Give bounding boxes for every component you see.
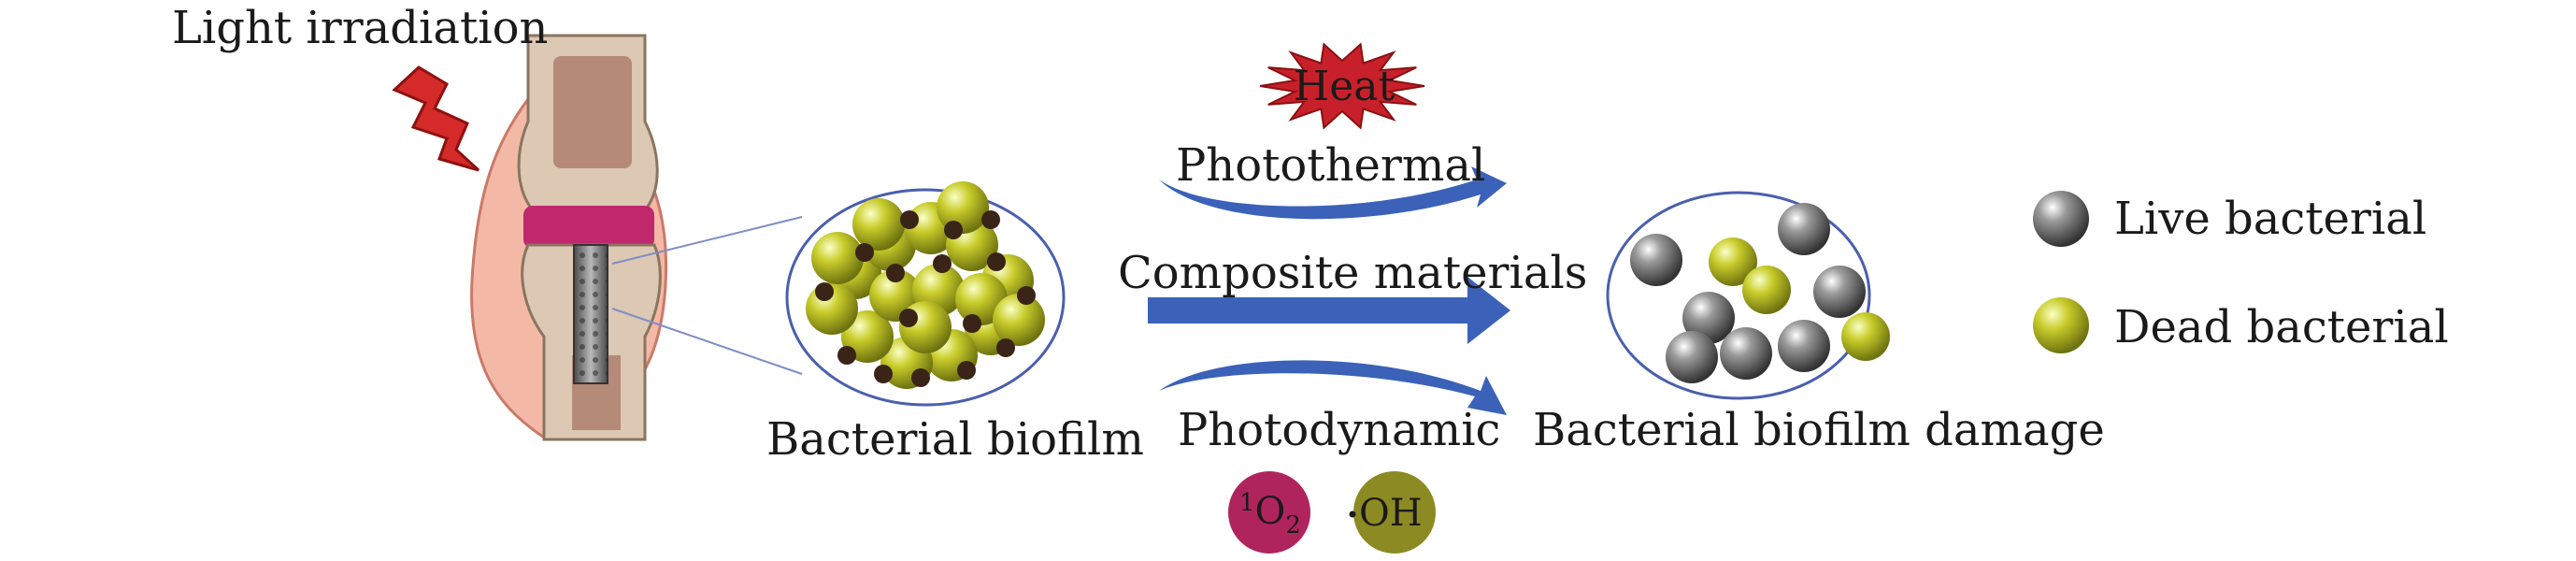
biofilm-particle: [815, 282, 834, 301]
biofilm-particle: [987, 252, 1006, 271]
lightning-icon: [392, 65, 480, 172]
live-bacteria: [1813, 266, 1866, 318]
live-bacteria: [1630, 234, 1682, 286]
biofilm-particle: [933, 254, 952, 273]
singlet-oxygen-subscript: 2: [1285, 511, 1301, 539]
damaged-biofilm-cluster: [1630, 203, 1890, 383]
live-bacteria: [1682, 292, 1735, 344]
dead-bacteria: [937, 181, 989, 234]
biofilm-particle: [900, 210, 919, 229]
legend-live-bacteria-icon: [2033, 191, 2089, 247]
implant-pores: [574, 245, 608, 383]
singlet-oxygen-circle: [1228, 471, 1310, 554]
composite-materials-label: Composite materials: [1118, 247, 1587, 299]
dead-bacteria: [811, 232, 864, 284]
biofilm-particle: [886, 264, 905, 282]
joint-cartilage: [523, 206, 654, 249]
singlet-oxygen-label: 1O2: [1239, 489, 1301, 539]
heat-burst-icon: [1259, 42, 1425, 130]
biofilm-cluster: [806, 181, 1045, 389]
biofilm-particle: [963, 314, 981, 333]
live-bacteria: [1778, 320, 1830, 372]
biofilm-damage-label: Bacterial biofilm damage: [1533, 404, 2105, 456]
biofilm-particle: [1017, 286, 1036, 305]
photodynamic-label: Photodynamic: [1178, 404, 1500, 456]
hydroxyl-radical-circle: [1353, 471, 1436, 554]
light-irradiation-label: Light irradiation: [172, 2, 548, 54]
composite-arrow: [1148, 277, 1510, 344]
biofilm-particle: [996, 338, 1015, 357]
biofilm-particle: [944, 221, 963, 239]
radical-dot: [1349, 511, 1356, 518]
photothermal-arrow: [1159, 166, 1507, 220]
singlet-oxygen-superscript: 1: [1239, 489, 1255, 517]
biofilm-particle: [911, 368, 930, 387]
dead-bacteria: [1742, 266, 1791, 314]
heat-label: Heat: [1294, 63, 1395, 110]
live-bacteria: [1778, 203, 1830, 255]
legend-dead-label: Dead bacterial: [2114, 301, 2449, 353]
photodynamic-arrow: [1159, 360, 1507, 415]
dead-bacteria: [993, 294, 1045, 346]
biofilm-particle: [837, 346, 856, 365]
zoom-line-top: [611, 216, 803, 265]
hydroxyl-radical-label: OH: [1359, 492, 1423, 535]
dead-bacteria: [852, 198, 905, 251]
biofilm-particle: [899, 309, 918, 327]
live-bacteria: [1720, 327, 1772, 380]
biofilm-particle: [855, 243, 874, 262]
knee-joint-illustration: [392, 34, 668, 441]
dead-bacteria: [1709, 237, 1757, 286]
live-bacteria: [1666, 331, 1718, 383]
legend-dead-bacteria-icon: [2033, 297, 2089, 353]
singlet-oxygen-symbol: O: [1255, 490, 1286, 533]
femur-marrow: [553, 56, 632, 168]
zoom-line-bottom: [611, 308, 803, 375]
biofilm-particle: [874, 365, 893, 383]
biofilm-particle: [981, 210, 1000, 229]
dead-bacteria: [1841, 312, 1890, 361]
legend-live-label: Live bacterial: [2114, 193, 2426, 245]
bacterial-biofilm-label: Bacterial biofilm: [766, 413, 1144, 466]
biofilm-particle: [957, 361, 976, 380]
photothermal-label: Photothermal: [1176, 139, 1485, 192]
